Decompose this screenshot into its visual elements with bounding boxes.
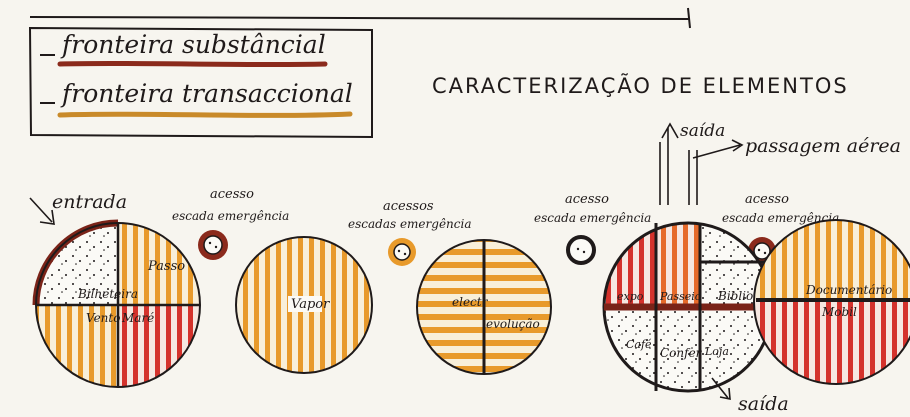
c4-label-confer: Confer	[660, 346, 703, 360]
access-3-sublabel: escada emergência	[534, 211, 651, 225]
element-circle-1: Bilheteira Passo Vento Maré	[32, 219, 201, 388]
element-circle-4: expo Passeio Biblio Café Confer Loja	[602, 221, 774, 393]
top-rule-line	[29, 7, 691, 29]
access-3-label: acesso	[565, 192, 609, 207]
c5-label-documentario: Documentário	[805, 283, 892, 297]
c2-label-vapor: Vapor	[291, 297, 330, 312]
access-4-label: acesso	[745, 192, 789, 207]
label-entrada: entrada	[52, 191, 127, 213]
c4-label-expo: expo	[617, 290, 644, 303]
element-circle-2: Vapor	[235, 236, 373, 374]
legend-swatch-substancial	[57, 60, 328, 68]
access-2-sublabel: escadas emergência	[348, 217, 472, 231]
exit-arrow-bottom	[711, 377, 731, 400]
legend-label-substancial: fronteira substâncial	[60, 30, 326, 59]
c4-label-cafe: Café	[626, 338, 652, 351]
access-4-sublabel: escada emergência	[722, 211, 839, 225]
label-passagem-aerea: passagem aérea	[745, 135, 901, 157]
element-circle-5: Documentário Mobil	[753, 219, 910, 385]
c4-label-biblio: Biblio	[717, 289, 753, 303]
c3-label-electr: electr	[452, 295, 489, 309]
legend-swatch-transaccional	[57, 111, 353, 118]
access-2-label: acessos	[383, 199, 434, 214]
c1-label-mare: Maré	[121, 311, 154, 325]
entrada-arrow	[29, 197, 55, 225]
legend-box: fronteira substâncial fronteira transacc…	[28, 26, 373, 139]
stair-circle-2	[388, 238, 416, 266]
legend-label-transaccional: fronteira transaccional	[60, 79, 353, 108]
c4-label-passeio: Passeio	[659, 290, 702, 303]
c3-label-evolucao: evolução	[486, 317, 540, 331]
page-title: CARACTERIZAÇÃO DE ELEMENTOS	[432, 72, 849, 98]
c4-label-loja: Loja	[704, 345, 729, 358]
label-saida-bottom: saída	[738, 393, 789, 415]
element-circle-3: electr evolução	[416, 239, 552, 375]
access-1-sublabel: escada emergência	[172, 209, 289, 223]
c1-label-vento: Vento	[86, 311, 120, 325]
c5-label-mobil: Mobil	[821, 305, 857, 319]
exit-arrows-top	[659, 122, 744, 205]
stair-circle-1	[198, 230, 228, 260]
c1-label-passo: Passo	[147, 259, 185, 274]
access-1-label: acesso	[210, 187, 254, 202]
c1-label-bilheteira: Bilheteira	[77, 287, 138, 301]
label-saida-top: saída	[680, 121, 725, 141]
stair-circle-3	[566, 235, 596, 265]
